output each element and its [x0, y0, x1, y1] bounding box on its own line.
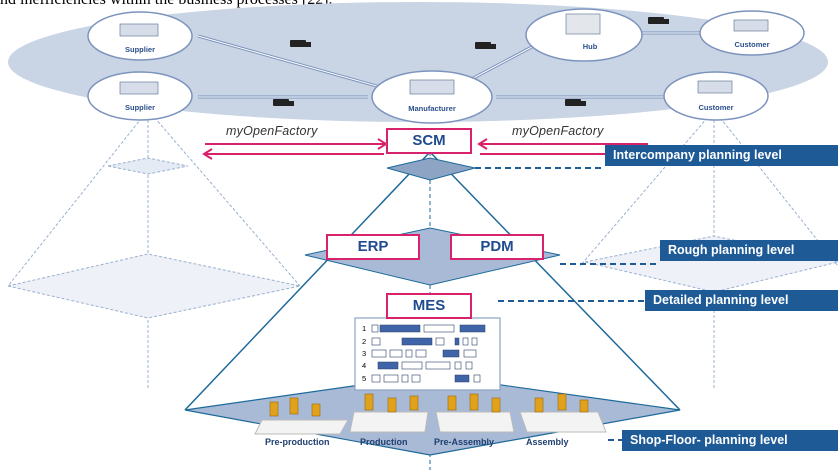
truck-cab [305, 42, 311, 47]
node-hub: Hub [525, 8, 643, 62]
scm-plane [386, 157, 476, 181]
stage-label: Pre-production [265, 437, 330, 447]
level-connectors [475, 167, 660, 441]
level-intercompany: Intercompany planning level [605, 145, 838, 166]
node-label-supplier-top: Supplier [125, 45, 155, 54]
mof-label-left: myOpenFactory [226, 124, 318, 138]
robot-icon [289, 397, 299, 415]
row-label: 2 [362, 337, 366, 346]
level-detailed: Detailed planning level [645, 290, 838, 311]
pdm-box: PDM [450, 234, 544, 260]
row-label: 1 [362, 324, 366, 333]
node-customer-top: Customer [699, 10, 805, 56]
node-supplier-top: Supplier [87, 11, 193, 61]
factory-icon [409, 79, 455, 95]
robot-icon [579, 399, 589, 413]
mof-arrows-left [202, 138, 388, 160]
node-label-customer-top: Customer [734, 40, 769, 49]
truck-icon [475, 42, 491, 49]
node-label-customer-bottom: Customer [698, 103, 733, 112]
robot-icon [491, 397, 501, 413]
robot-cells [254, 393, 607, 435]
robot-icon [364, 393, 374, 411]
truck-icon [273, 99, 289, 106]
row-label: 4 [362, 361, 366, 370]
node-customer-bottom: Customer [663, 71, 769, 121]
left-pyramid [7, 109, 301, 390]
level-rough: Rough planning level [660, 240, 838, 261]
row-label: 3 [362, 349, 366, 358]
truck-icon [648, 17, 664, 24]
robot-icon [469, 393, 479, 411]
factory-icon [697, 80, 733, 94]
truck-icon [290, 40, 306, 47]
truck-icon [565, 99, 581, 106]
robot-icon [447, 395, 457, 411]
robot-icon [534, 397, 544, 413]
schedule-chart: 1 2 3 4 5 [354, 317, 501, 391]
node-supplier-bottom: Supplier [87, 71, 193, 121]
node-label-manufacturer: Manufacturer [408, 104, 456, 113]
robot-icon [409, 395, 419, 411]
robot-icon [557, 393, 567, 411]
factory-icon [119, 23, 159, 37]
stage-label: Pre-Assembly [434, 437, 495, 447]
factory-icon [733, 19, 769, 32]
stage-label: Assembly [526, 437, 569, 447]
mof-label-right: myOpenFactory [512, 124, 604, 138]
robot-icon [311, 403, 321, 417]
warehouse-icon [565, 13, 601, 35]
node-manufacturer: Manufacturer [371, 70, 493, 124]
header-text: nd inefficiencies within the business pr… [0, 0, 333, 9]
erp-box: ERP [326, 234, 420, 260]
robot-icon [387, 397, 397, 413]
stage-label: Production [360, 437, 408, 447]
node-label-hub: Hub [583, 42, 598, 51]
row-label: 5 [362, 374, 366, 383]
node-label-supplier-bottom: Supplier [125, 103, 155, 112]
mes-box: MES [386, 293, 472, 319]
robot-icon [269, 401, 279, 417]
shopfloor-plane [184, 374, 681, 456]
level-shopfloor: Shop-Floor- planning level [622, 430, 838, 451]
factory-icon [119, 81, 159, 95]
scm-box: SCM [386, 128, 472, 154]
truck-icons [273, 17, 669, 106]
